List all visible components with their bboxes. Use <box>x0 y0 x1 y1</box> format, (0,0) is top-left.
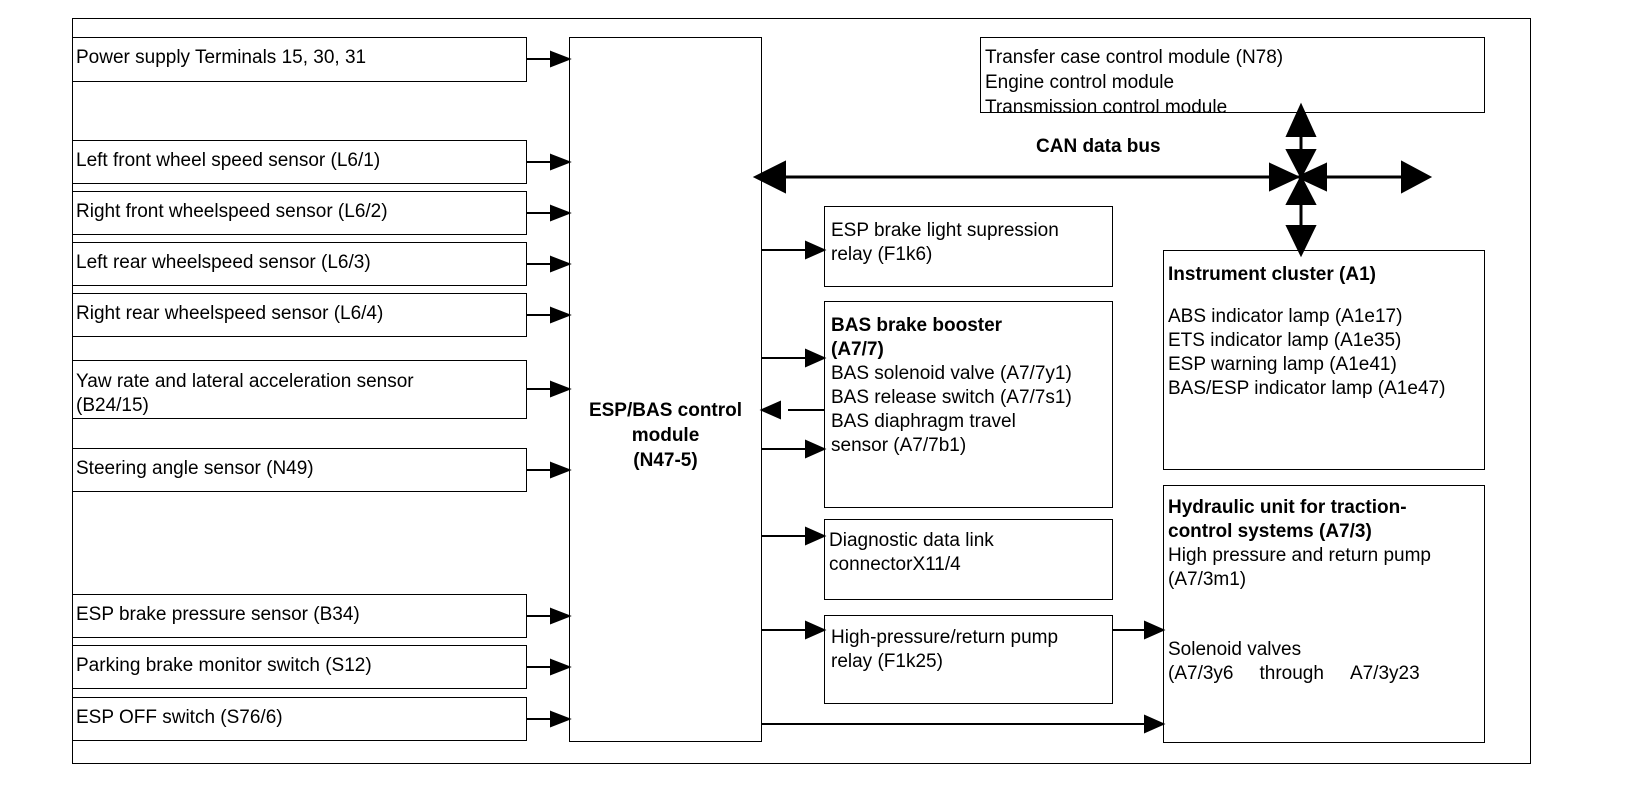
output-label: relay (F1k25) <box>831 651 943 672</box>
input-label: Right rear wheelspeed sensor (L6/4) <box>76 303 384 324</box>
hydraulic-unit-box: Hydraulic unit for traction- control sys… <box>1163 485 1485 743</box>
hydraulic-pump-label: High pressure and return pump <box>1168 545 1431 566</box>
input-label: Left rear wheelspeed sensor (L6/3) <box>76 252 371 273</box>
control-module-box <box>569 37 762 742</box>
input-label: Yaw rate and lateral acceleration sensor <box>76 371 414 392</box>
bas-item: BAS diaphragm travel <box>831 411 1016 432</box>
input-power-supply: Power supply Terminals 15, 30, 31 <box>72 37 527 82</box>
solenoid-through: through <box>1259 663 1324 684</box>
bas-item: BAS release switch (A7/7s1) <box>831 387 1072 408</box>
output-label: High-pressure/return pump <box>831 627 1059 648</box>
hydraulic-unit-title: control systems (A7/3) <box>1168 521 1372 542</box>
indicator-lamp: BAS/ESP indicator lamp (A1e47) <box>1168 378 1446 399</box>
input-label: (B24/15) <box>76 395 149 416</box>
input-right-rear-wheel-sensor: Right rear wheelspeed sensor (L6/4) <box>72 293 527 337</box>
solenoid-valves-label: Solenoid valves <box>1168 639 1302 660</box>
input-right-front-wheel-sensor: Right front wheelspeed sensor (L6/2) <box>72 191 527 235</box>
solenoid-to: A7/3y23 <box>1349 663 1420 684</box>
bas-title: (A7/7) <box>831 339 884 360</box>
solenoid-range: (A7/3y6 through A7/3y23 <box>1168 662 1484 686</box>
can-modules-box: Transfer case control module (N78) Engin… <box>980 37 1485 113</box>
input-label: Left front wheel speed sensor (L6/1) <box>76 150 381 171</box>
output-label: relay (F1k6) <box>831 244 933 265</box>
instrument-cluster-box: Instrument cluster (A1) ABS indicator la… <box>1163 250 1485 470</box>
bas-item: sensor (A7/7b1) <box>831 435 967 456</box>
can-bus-label: CAN data bus <box>1036 136 1161 157</box>
indicator-lamp: ABS indicator lamp (A1e17) <box>1168 306 1403 327</box>
control-module-label: ESP/BAS control module (N47-5) <box>569 398 762 473</box>
input-label: Right front wheelspeed sensor (L6/2) <box>76 201 388 222</box>
output-pump-relay: High-pressure/return pump relay (F1k25) <box>824 615 1113 704</box>
output-diagnostic-connector: Diagnostic data link connectorX11/4 <box>824 519 1113 600</box>
indicator-lamp: ETS indicator lamp (A1e35) <box>1168 330 1402 351</box>
input-left-front-wheel-sensor: Left front wheel speed sensor (L6/1) <box>72 140 527 184</box>
input-arrows <box>527 50 572 728</box>
can-module-label: Engine control module <box>985 72 1175 93</box>
indicator-lamp: ESP warning lamp (A1e41) <box>1168 354 1397 375</box>
bas-title: BAS brake booster <box>831 315 1003 336</box>
input-left-rear-wheel-sensor: Left rear wheelspeed sensor (L6/3) <box>72 242 527 286</box>
output-label: Diagnostic data link <box>829 530 994 551</box>
can-module-label: Transfer case control module (N78) <box>985 47 1284 68</box>
input-label: ESP brake pressure sensor (B34) <box>76 604 360 625</box>
hydraulic-unit-title: Hydraulic unit for traction- <box>1168 497 1407 518</box>
input-brake-pressure-sensor: ESP brake pressure sensor (B34) <box>72 594 527 638</box>
solenoid-from: (A7/3y6 <box>1168 663 1234 684</box>
output-brake-light-relay: ESP brake light supression relay (F1k6) <box>824 206 1113 287</box>
can-module-label: Transmission control module <box>985 97 1228 113</box>
input-steering-angle-sensor: Steering angle sensor (N49) <box>72 448 527 492</box>
control-module-line: ESP/BAS control <box>588 400 743 421</box>
output-bas-brake-booster: BAS brake booster (A7/7) BAS solenoid va… <box>824 301 1113 508</box>
output-arrows <box>759 240 1166 734</box>
input-esp-off-switch: ESP OFF switch (S76/6) <box>72 697 527 741</box>
bas-item: BAS solenoid valve (A7/7y1) <box>831 363 1072 384</box>
can-bus-arrows <box>752 102 1433 258</box>
output-label: ESP brake light supression <box>831 220 1059 241</box>
input-label: Parking brake monitor switch (S12) <box>76 655 372 676</box>
input-yaw-rate-sensor: Yaw rate and lateral acceleration sensor… <box>72 360 527 419</box>
control-module-line: module <box>631 425 700 446</box>
input-label: ESP OFF switch (S76/6) <box>76 707 283 728</box>
input-parking-brake-switch: Parking brake monitor switch (S12) <box>72 645 527 689</box>
output-label: connectorX11/4 <box>829 554 961 575</box>
instrument-cluster-title: Instrument cluster (A1) <box>1168 264 1376 285</box>
input-label: Power supply Terminals 15, 30, 31 <box>76 47 367 68</box>
hydraulic-pump-label: (A7/3m1) <box>1168 569 1247 590</box>
control-module-line: (N47-5) <box>633 450 698 471</box>
input-label: Steering angle sensor (N49) <box>76 458 314 479</box>
